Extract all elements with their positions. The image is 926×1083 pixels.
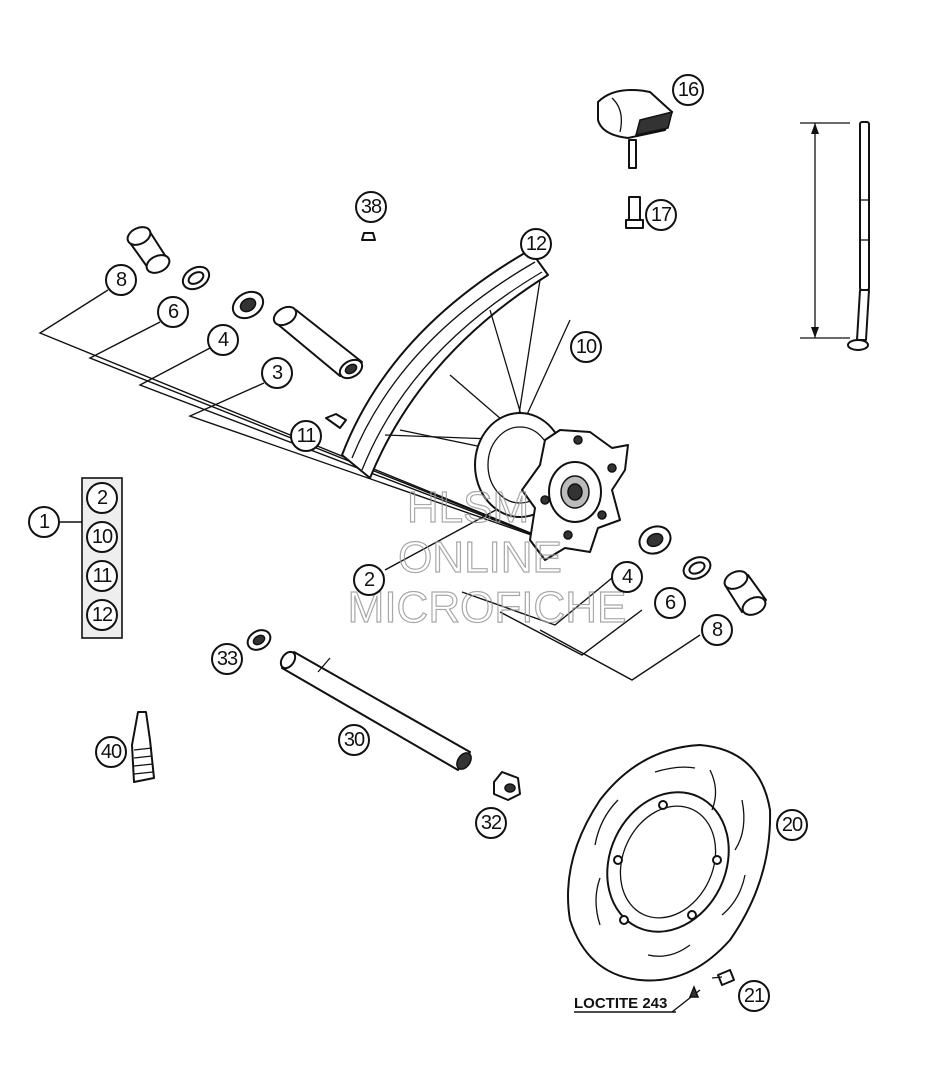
callout-11-nipple[interactable]: 11 bbox=[290, 420, 322, 452]
svg-text:2: 2 bbox=[97, 487, 108, 509]
nipple-drawing bbox=[361, 232, 376, 241]
tire-valve-drawing bbox=[597, 89, 674, 229]
watermark-line-2: ONLINE bbox=[398, 533, 562, 582]
svg-text:6: 6 bbox=[168, 301, 179, 323]
watermark-line-3: MICROFICHE bbox=[348, 583, 627, 632]
svg-text:17: 17 bbox=[651, 204, 672, 226]
callout-6-right[interactable]: 6 bbox=[654, 587, 686, 619]
svg-text:2: 2 bbox=[364, 569, 375, 591]
svg-text:12: 12 bbox=[92, 604, 113, 626]
svg-text:3: 3 bbox=[272, 362, 283, 384]
svg-text:30: 30 bbox=[344, 729, 365, 751]
callout-2-hub[interactable]: 2 bbox=[353, 564, 385, 596]
leader-2 bbox=[384, 504, 506, 571]
hub-drawing bbox=[474, 412, 629, 561]
rim-and-spokes bbox=[325, 249, 571, 479]
svg-text:32: 32 bbox=[481, 812, 502, 834]
left-hub-parts bbox=[126, 226, 364, 380]
svg-text:4: 4 bbox=[622, 566, 633, 588]
callout-40-grease[interactable]: 40 bbox=[95, 736, 127, 768]
leader-lines bbox=[38, 289, 701, 1013]
callout-6-left[interactable]: 6 bbox=[157, 296, 189, 328]
svg-text:8: 8 bbox=[116, 269, 127, 291]
callout-20-disc[interactable]: 20 bbox=[776, 809, 808, 841]
callout-32-nut[interactable]: 32 bbox=[475, 807, 507, 839]
callout-3[interactable]: 3 bbox=[261, 357, 293, 389]
callout-33[interactable]: 33 bbox=[211, 643, 243, 675]
svg-text:11: 11 bbox=[297, 425, 317, 447]
svg-text:16: 16 bbox=[678, 79, 699, 101]
svg-text:1: 1 bbox=[39, 511, 50, 533]
spoke-drawing bbox=[800, 121, 870, 351]
svg-text:6: 6 bbox=[665, 592, 676, 614]
callout-4-left[interactable]: 4 bbox=[207, 324, 239, 356]
svg-text:11: 11 bbox=[93, 565, 113, 587]
callout-4-right[interactable]: 4 bbox=[611, 561, 643, 593]
watermark: HLSM ONLINE MICROFICHE bbox=[347, 482, 627, 632]
group-item-12[interactable]: 12 bbox=[86, 599, 118, 631]
brake-disc-drawing bbox=[567, 744, 772, 982]
callout-8-left[interactable]: 8 bbox=[105, 264, 137, 296]
callout-38[interactable]: 38 bbox=[355, 191, 387, 223]
callout-21-bolt[interactable]: 21 bbox=[738, 980, 770, 1012]
right-hub-parts bbox=[638, 525, 767, 616]
svg-text:10: 10 bbox=[92, 526, 113, 548]
svg-text:33: 33 bbox=[217, 648, 238, 670]
leader-6-left bbox=[88, 321, 561, 546]
callout-10-spoke[interactable]: 10 bbox=[570, 331, 602, 363]
callout-8-right[interactable]: 8 bbox=[701, 614, 733, 646]
group-item-2[interactable]: 2 bbox=[86, 482, 118, 514]
svg-text:8: 8 bbox=[712, 619, 723, 641]
leader-4-left bbox=[138, 347, 561, 546]
leader-8-right bbox=[539, 629, 701, 681]
callout-17[interactable]: 17 bbox=[645, 199, 677, 231]
leader-3 bbox=[188, 382, 561, 546]
callout-30-axle[interactable]: 30 bbox=[338, 724, 370, 756]
callout-12-rim[interactable]: 12 bbox=[520, 228, 552, 260]
loctite-note: LOCTITE 243 bbox=[574, 995, 667, 1012]
leader-4-right bbox=[461, 577, 613, 626]
group-item-11[interactable]: 11 bbox=[86, 560, 118, 592]
svg-text:12: 12 bbox=[526, 233, 547, 255]
watermark-line-1: HLSM bbox=[407, 483, 529, 532]
svg-text:38: 38 bbox=[361, 196, 382, 218]
group-item-10[interactable]: 10 bbox=[86, 521, 118, 553]
grease-tube-drawing bbox=[131, 711, 155, 783]
svg-text:10: 10 bbox=[576, 336, 597, 358]
svg-text:40: 40 bbox=[101, 741, 122, 763]
leader-8-left bbox=[38, 289, 561, 546]
callout-16[interactable]: 16 bbox=[672, 74, 704, 106]
svg-text:20: 20 bbox=[782, 814, 803, 836]
callout-1-wheel[interactable]: 1 bbox=[28, 506, 60, 538]
disc-bolt-drawing bbox=[688, 969, 735, 998]
svg-text:4: 4 bbox=[218, 329, 229, 351]
leader-6-right bbox=[499, 609, 643, 656]
callout-layer: 16 17 38 12 8 6 4 3 10 11 1 2 4 6 8 33 3… bbox=[28, 74, 808, 1012]
axle-drawing bbox=[246, 629, 521, 801]
svg-text:21: 21 bbox=[744, 985, 765, 1007]
